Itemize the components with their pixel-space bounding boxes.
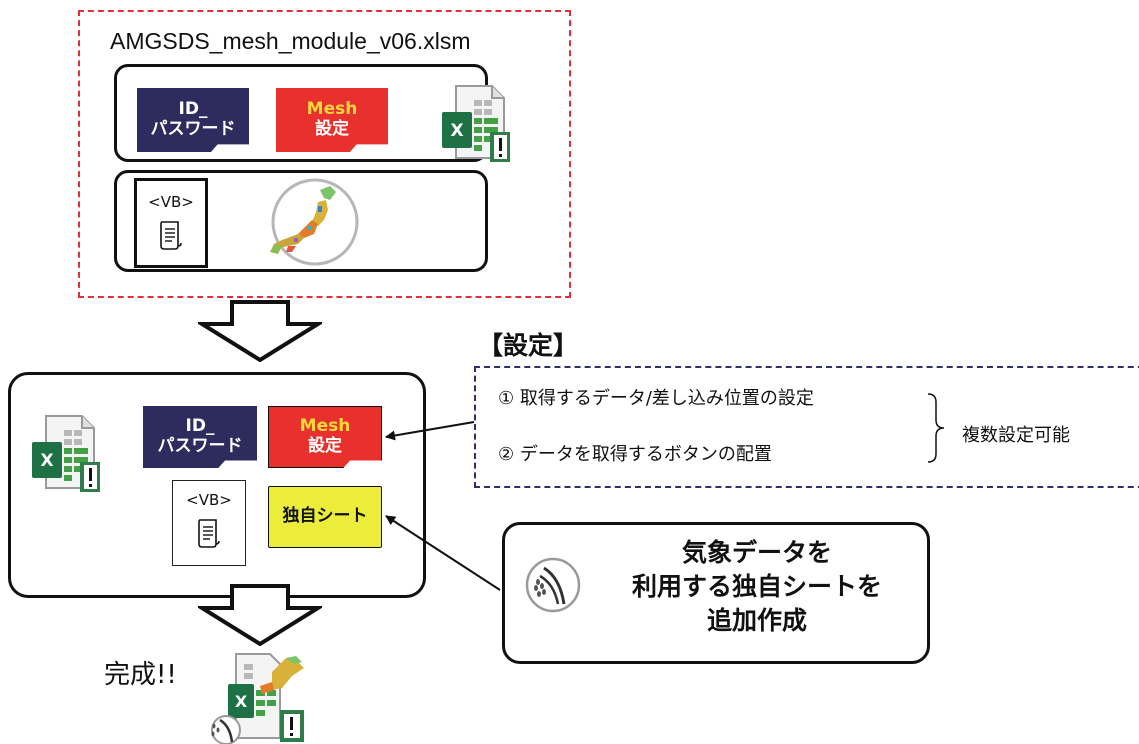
callout-line-3: 追加作成 — [706, 605, 807, 635]
mesh-settings-sheet-middle: Mesh 設定 — [268, 406, 382, 468]
settings-brace — [927, 393, 945, 463]
script-icon-middle — [198, 519, 220, 548]
rice-plant-icon — [525, 557, 581, 613]
id-sheet-line2: パスワード — [150, 119, 236, 139]
custom-sheet: 独自シート — [268, 486, 382, 548]
mesh-sheet-line2: 設定 — [314, 119, 349, 139]
down-arrow-1 — [198, 300, 322, 362]
script-icon — [160, 221, 182, 250]
completion-label: 完成!! — [104, 660, 177, 690]
settings-note: 複数設定可能 — [962, 425, 1070, 446]
settings-to-mesh-arrow — [385, 421, 475, 441]
vb-module-middle: <VB> — [172, 480, 246, 566]
completed-workbook-icon: X — [211, 653, 304, 744]
workbook-filename: AMGSDS_mesh_module_v06.xlsm — [110, 28, 471, 54]
id-password-sheet: ID_ パスワード — [137, 88, 249, 152]
svg-text:X: X — [450, 121, 463, 141]
settings-panel — [474, 366, 1139, 488]
callout-line-1: 気象データを — [681, 538, 832, 567]
id-sheet-line1-middle: ID_ — [185, 416, 215, 437]
svg-text:X: X — [40, 451, 53, 471]
settings-item-2: ② データを取得するボタンの配置 — [498, 444, 772, 465]
excel-macro-icon-middle: X — [32, 415, 100, 492]
settings-item-1: ① 取得するデータ/差し込み位置の設定 — [498, 388, 814, 409]
callout-line-2: 利用する独自シートを — [631, 571, 882, 601]
mesh-sheet-line1-middle: Mesh — [299, 416, 351, 437]
custom-sheet-label: 独自シート — [282, 506, 368, 527]
mesh-sheet-line2-middle: 設定 — [307, 436, 342, 456]
down-arrow-2 — [198, 584, 322, 646]
workbook-panel — [78, 10, 571, 298]
callout-text: 気象データを 利用する独自シートを 追加作成 — [588, 536, 926, 637]
callout-to-custom-sheet-arrow — [385, 515, 501, 591]
callout-box — [502, 522, 930, 664]
id-password-sheet-middle: ID_ パスワード — [143, 406, 257, 468]
id-sheet-line2-middle: パスワード — [157, 436, 243, 456]
excel-macro-icon: X — [442, 85, 510, 162]
vb-label-middle: <VB> — [186, 491, 232, 509]
vb-label: <VB> — [148, 193, 194, 211]
vb-module: <VB> — [134, 178, 208, 268]
id-sheet-line1: ID_ — [178, 99, 208, 120]
settings-title: 【設定】 — [478, 331, 579, 360]
japan-mesh-map-icon — [270, 178, 359, 266]
svg-text:X: X — [235, 692, 248, 711]
mesh-sheet-line1: Mesh — [306, 99, 358, 120]
mesh-settings-sheet: Mesh 設定 — [276, 88, 388, 152]
